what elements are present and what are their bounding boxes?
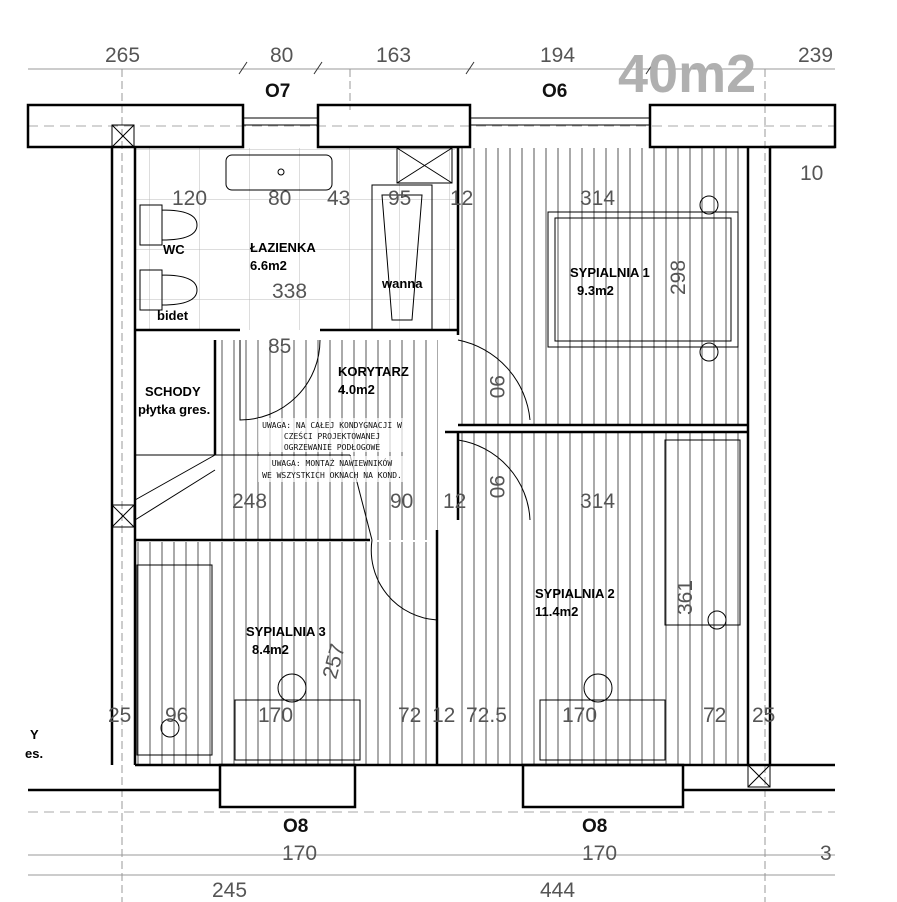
total-area: 40m2 xyxy=(618,44,756,104)
svg-text:UWAGA: NA CAŁEJ KONDYGNACJI W: UWAGA: NA CAŁEJ KONDYGNACJI W xyxy=(262,421,402,430)
wc-icon xyxy=(139,204,198,246)
bidet-label: bidet xyxy=(157,308,189,323)
svg-text:90: 90 xyxy=(390,490,413,513)
bedroom2-name: SYPIALNIA 2 xyxy=(535,586,615,601)
wc-label: WC xyxy=(163,242,185,257)
bed3-icon xyxy=(136,564,213,756)
svg-text:Y: Y xyxy=(30,727,39,742)
svg-text:95: 95 xyxy=(388,187,411,210)
svg-text:80: 80 xyxy=(270,44,293,67)
svg-text:170: 170 xyxy=(258,704,293,727)
corridor-name: KORYTARZ xyxy=(338,364,409,379)
outer-walls xyxy=(26,103,837,809)
bed2-icon xyxy=(664,439,741,626)
stairs-finish: płytka gres. xyxy=(138,402,210,417)
svg-text:90: 90 xyxy=(485,475,508,498)
svg-text:10: 10 xyxy=(800,162,823,185)
svg-text:WE WSZYSTKICH OKNACH NA KOND.: WE WSZYSTKICH OKNACH NA KOND. xyxy=(262,471,402,480)
svg-text:90: 90 xyxy=(485,375,508,398)
window-label-o8-left: O8 xyxy=(283,816,308,837)
bedroom2-area: 11.4m2 xyxy=(535,604,578,619)
notes: UWAGA: NA CAŁEJ KONDYGNACJI W CZEŚCI PRO… xyxy=(258,418,408,482)
bedroom2-floor xyxy=(458,432,748,765)
svg-text:25: 25 xyxy=(752,704,775,727)
svg-text:170: 170 xyxy=(282,842,317,865)
desk2-icon xyxy=(539,699,666,761)
sink-icon xyxy=(225,154,333,191)
svg-text:12: 12 xyxy=(432,704,455,727)
bathtub-icon xyxy=(371,184,433,331)
svg-text:72.5: 72.5 xyxy=(466,704,507,727)
room-labels: WC bidet ŁAZIENKA 6.6m2 wanna SCHODY pły… xyxy=(138,240,650,657)
svg-text:194: 194 xyxy=(540,44,575,67)
svg-text:43: 43 xyxy=(327,187,350,210)
bedroom1-area: 9.3m2 xyxy=(577,283,614,298)
svg-text:265: 265 xyxy=(105,44,140,67)
svg-text:120: 120 xyxy=(172,187,207,210)
svg-text:248: 248 xyxy=(232,490,267,513)
stairs-name: SCHODY xyxy=(145,384,201,399)
bidet-icon xyxy=(139,269,198,311)
svg-text:12: 12 xyxy=(443,490,466,513)
svg-text:80: 80 xyxy=(268,187,291,210)
left-partial-labels: Y es. xyxy=(25,727,43,761)
svg-text:72: 72 xyxy=(703,704,726,727)
bedroom3-name: SYPIALNIA 3 xyxy=(246,624,326,639)
svg-text:es.: es. xyxy=(25,746,43,761)
bathroom-floor xyxy=(135,148,455,330)
fixtures xyxy=(136,154,741,761)
bed1-icon xyxy=(547,211,739,348)
svg-text:298: 298 xyxy=(667,260,690,295)
bottom-dimensions: 170 170 3 245 444 xyxy=(212,842,832,902)
top-dimensions: 265 80 163 194 239 xyxy=(105,44,833,67)
svg-text:314: 314 xyxy=(580,187,615,210)
window-label-o7: O7 xyxy=(265,81,290,102)
bathtub-label: wanna xyxy=(381,276,423,291)
svg-text:170: 170 xyxy=(562,704,597,727)
inner-dimensions: 120 80 43 95 12 314 10 338 85 90 90 248 … xyxy=(108,162,823,727)
svg-text:338: 338 xyxy=(272,280,307,303)
svg-text:25: 25 xyxy=(108,704,131,727)
bedroom1-floor xyxy=(458,148,748,425)
svg-text:170: 170 xyxy=(582,842,617,865)
interior-walls xyxy=(134,328,748,765)
window-label-o8-right: O8 xyxy=(582,816,607,837)
svg-text:444: 444 xyxy=(540,879,575,902)
svg-text:12: 12 xyxy=(450,187,473,210)
bedroom3-area: 8.4m2 xyxy=(252,642,289,657)
svg-text:3: 3 xyxy=(820,842,832,865)
corridor-area: 4.0m2 xyxy=(338,382,375,397)
svg-text:72: 72 xyxy=(398,704,421,727)
bedroom1-name: SYPIALNIA 1 xyxy=(570,265,650,280)
svg-text:96: 96 xyxy=(165,704,188,727)
svg-text:OGRZEWANIE PODŁOGOWE: OGRZEWANIE PODŁOGOWE xyxy=(284,443,381,452)
axis-lines xyxy=(28,61,835,902)
window-label-o6: O6 xyxy=(542,81,567,102)
svg-text:85: 85 xyxy=(268,335,291,358)
bedroom3-floor xyxy=(135,542,437,765)
svg-text:245: 245 xyxy=(212,879,247,902)
desk3-icon xyxy=(234,699,361,761)
svg-text:CZEŚCI PROJEKTOWANEJ: CZEŚCI PROJEKTOWANEJ xyxy=(284,430,380,441)
svg-text:163: 163 xyxy=(376,44,411,67)
svg-text:361: 361 xyxy=(674,580,697,615)
svg-text:239: 239 xyxy=(798,44,833,67)
bathroom-name: ŁAZIENKA xyxy=(250,240,316,255)
svg-text:UWAGA: MONTAŻ NAWIEWNIKÓW: UWAGA: MONTAŻ NAWIEWNIKÓW xyxy=(272,457,393,468)
bathroom-area: 6.6m2 xyxy=(250,258,287,273)
svg-text:314: 314 xyxy=(580,490,615,513)
